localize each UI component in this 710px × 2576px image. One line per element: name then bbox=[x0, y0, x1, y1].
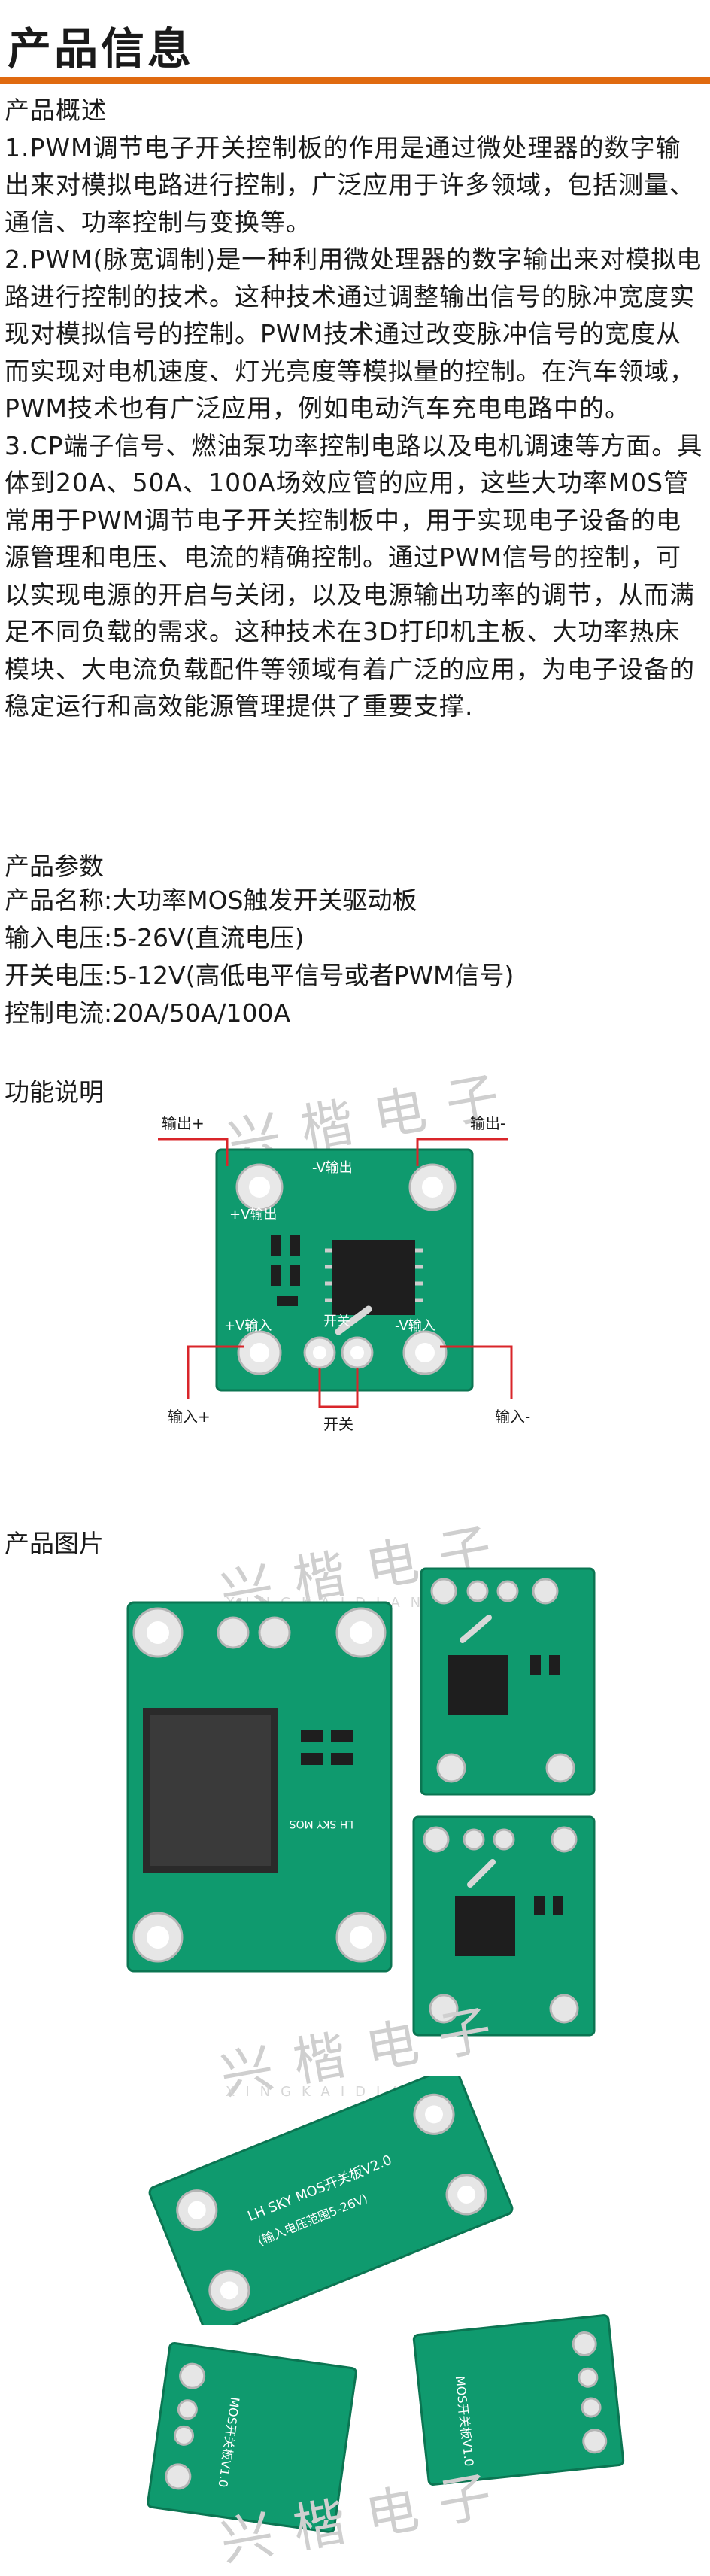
title-divider bbox=[0, 77, 710, 84]
photo-board-small-2 bbox=[412, 1815, 596, 2037]
silk-out-pos: +V输出 bbox=[229, 1207, 277, 1223]
label-in-neg: 输入- bbox=[495, 1408, 530, 1426]
param-control-current: 控制电流:20A/50A/100A bbox=[5, 998, 291, 1028]
photo-board-large: LH SKY MOS bbox=[126, 1601, 393, 1973]
label-switch: 开关 bbox=[323, 1415, 353, 1433]
photo-board-v1-right: MOS开关板V1.0 bbox=[412, 2314, 625, 2486]
overview-heading: 产品概述 bbox=[5, 96, 107, 125]
overview-paragraph-3: 3.CP端子信号、燃油泵功率控制电路以及电机调速等方面。具体到20A、50A、1… bbox=[5, 430, 703, 721]
silk-switch: 开关 bbox=[323, 1314, 350, 1329]
param-input-voltage: 输入电压:5-26V(直流电压) bbox=[5, 923, 305, 952]
photo-board-small-1 bbox=[420, 1567, 596, 1796]
page-title: 产品信息 bbox=[8, 23, 195, 74]
label-out-pos: 输出+ bbox=[162, 1114, 205, 1132]
param-name: 产品名称:大功率MOS触发开关驱动板 bbox=[5, 886, 417, 915]
silk-in-neg: -V输入 bbox=[395, 1318, 435, 1334]
overview-paragraph-2: 2.PWM(脉宽调制)是一种利用微处理器的数字输出来对模拟电路进行控制的技术。这… bbox=[5, 245, 702, 423]
silk-model-large: LH SKY MOS bbox=[290, 1818, 353, 1830]
label-out-neg: 输出- bbox=[470, 1114, 505, 1132]
params-heading: 产品参数 bbox=[5, 852, 104, 881]
overview-paragraph-1: 1.PWM调节电子开关控制板的作用是通过微处理器的数字输出来对模拟电路进行控制，… bbox=[5, 132, 695, 237]
silk-in-pos: +V输入 bbox=[224, 1318, 272, 1334]
pictures-heading: 产品图片 bbox=[5, 1529, 104, 1558]
photo-board-v2: LH SKY MOS开关板V2.0 (输入电压范围5-26V) bbox=[148, 2076, 514, 2325]
label-in-pos: 输入+ bbox=[168, 1408, 211, 1426]
photo-board-v1-left: MOS开关板V1.0 bbox=[147, 2341, 357, 2534]
param-switch-voltage: 开关电压:5-12V(高低电平信号或者PWM信号) bbox=[5, 961, 514, 990]
function-diagram: -V输出 +V输出 +V输入 开关 -V输入 输出+ 输出- 输入+ 输入- 开… bbox=[158, 1114, 530, 1433]
silk-out-neg: -V输出 bbox=[312, 1160, 353, 1176]
function-heading: 功能说明 bbox=[5, 1077, 104, 1107]
overview-section: 产品概述 1.PWM调节电子开关控制板的作用是通过微处理器的数字输出来对模拟电路… bbox=[5, 92, 704, 725]
